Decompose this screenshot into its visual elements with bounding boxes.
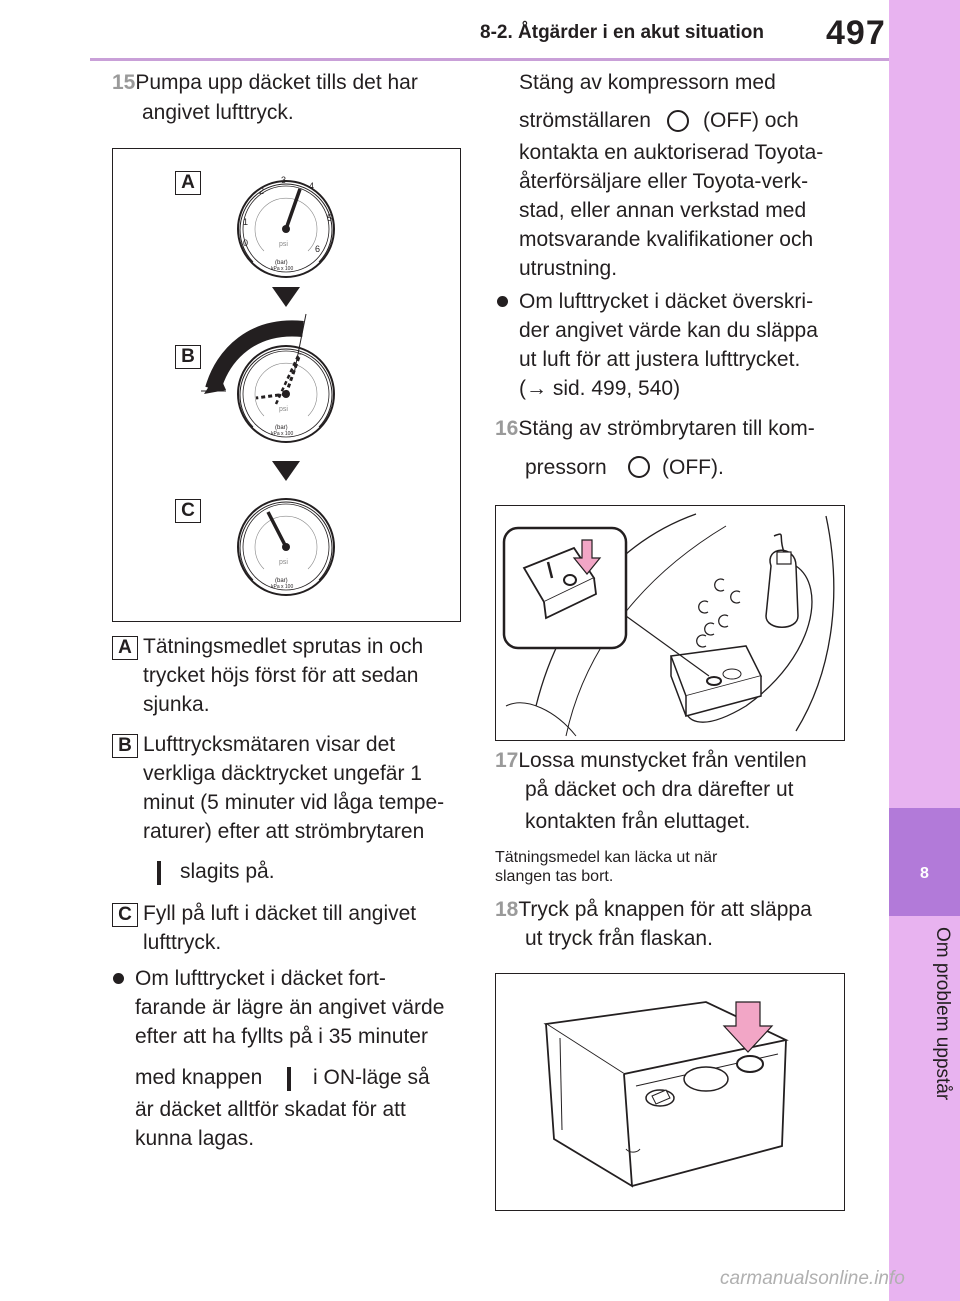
- header-rule: [90, 58, 890, 61]
- bullet-icon: [113, 973, 124, 984]
- item-c-text: Fyll på luft i däcket till angivet luftt…: [143, 902, 417, 954]
- gauge-a: [237, 180, 335, 278]
- svg-text:(bar): (bar): [275, 578, 288, 584]
- svg-text:3: 3: [281, 175, 286, 185]
- leak-note: Tätningsmedel kan läcka ut när slangen t…: [495, 849, 718, 885]
- svg-text:(bar): (bar): [275, 260, 288, 266]
- bullet-2-text: Om lufttrycket i däcket överskri- der an…: [519, 290, 818, 400]
- step-15: 15Pumpa upp däcket tills det har: [112, 71, 418, 94]
- svg-text:kPa x 100: kPa x 100: [271, 431, 293, 437]
- cont-text: kontakta en auktoriserad Toyota- återför…: [519, 141, 824, 280]
- svg-text:5: 5: [327, 213, 332, 223]
- step-17: 17Lossa munstycket från ventilen: [495, 749, 807, 772]
- gauge-c: [237, 498, 335, 596]
- cont-switch-start: strömställaren: [519, 109, 651, 132]
- bullet-1-button-line-end: i ON-läge så: [313, 1066, 430, 1089]
- release-button-figure: [495, 973, 845, 1211]
- release-button-illustration: [543, 1001, 789, 1188]
- svg-text:psi: psi: [279, 241, 288, 248]
- off-switch-icon: [628, 456, 650, 478]
- svg-text:psi: psi: [279, 559, 288, 566]
- chapter-tab: 8: [889, 808, 960, 916]
- compressor-switch-figure: [495, 505, 845, 741]
- gauge-label-c: C: [175, 499, 201, 523]
- item-c-label: C: [112, 903, 138, 927]
- step-16: 16Stäng av strömbrytaren till kom-: [495, 417, 815, 440]
- section-title: 8-2. Åtgärder i en akut situation: [480, 22, 764, 43]
- svg-text:0: 0: [243, 238, 248, 248]
- step-18-text: ut tryck från flaskan.: [525, 927, 713, 950]
- bullet-1-text: Om lufttrycket i däcket fort- farande är…: [135, 967, 445, 1048]
- gauge-b: [201, 313, 335, 443]
- gauge-figure: 2 3 4 5 6 1 0 psi (bar) kPa x 100 psi (b…: [112, 148, 461, 622]
- svg-text:kPa x 100: kPa x 100: [271, 584, 293, 590]
- gauge-label-a: A: [175, 171, 201, 195]
- step-16-switch-end: (OFF).: [662, 456, 724, 479]
- svg-text:kPa x 100: kPa x 100: [271, 266, 293, 272]
- on-switch-icon: [287, 1067, 291, 1091]
- item-a-label: A: [112, 636, 138, 660]
- watermark: carmanualsonline.info: [720, 1268, 905, 1289]
- step-17-text: på däcket och dra därefter ut kontakten …: [525, 778, 794, 833]
- item-a-text: Tätningsmedlet sprutas in och trycket hö…: [143, 635, 424, 716]
- bullet-icon: [497, 296, 508, 307]
- step-number: 18: [495, 898, 519, 921]
- step-number: 16: [495, 417, 519, 440]
- chapter-label: Om problem uppstår: [932, 927, 953, 1101]
- gauge-label-b: B: [175, 345, 201, 369]
- svg-text:psi: psi: [279, 406, 288, 413]
- svg-text:6: 6: [315, 244, 320, 254]
- cont-switch-end: (OFF) och: [703, 109, 799, 132]
- cont-line1: Stäng av kompressorn med: [519, 71, 776, 94]
- compressor-switch-illustration: [502, 513, 835, 737]
- svg-text:2: 2: [259, 186, 264, 196]
- item-b-tail: slagits på.: [180, 860, 275, 883]
- item-b-label: B: [112, 734, 138, 758]
- item-b-text: Lufttrycksmätaren visar det verkliga däc…: [143, 733, 445, 843]
- page-number: 497: [826, 14, 886, 52]
- bullet-1-button-line-start: med knappen: [135, 1066, 263, 1089]
- side-tab-bar: [889, 0, 960, 1301]
- step-15-line2: angivet lufttryck.: [142, 101, 294, 124]
- step-18: 18Tryck på knappen för att släppa: [495, 898, 812, 921]
- svg-text:(bar): (bar): [275, 425, 288, 431]
- step-number: 17: [495, 749, 519, 772]
- step-16-switch-start: pressorn: [525, 456, 607, 479]
- step-number: 15: [112, 71, 136, 94]
- svg-text:4: 4: [309, 181, 314, 191]
- off-switch-icon: [667, 110, 689, 132]
- on-switch-icon: [157, 861, 161, 885]
- svg-text:1: 1: [243, 217, 248, 227]
- gauge-illustration: 2 3 4 5 6 1 0 psi (bar) kPa x 100 psi (b…: [201, 175, 335, 596]
- bullet-1-text-end: är däcket alltför skadat för att kunna l…: [135, 1098, 406, 1150]
